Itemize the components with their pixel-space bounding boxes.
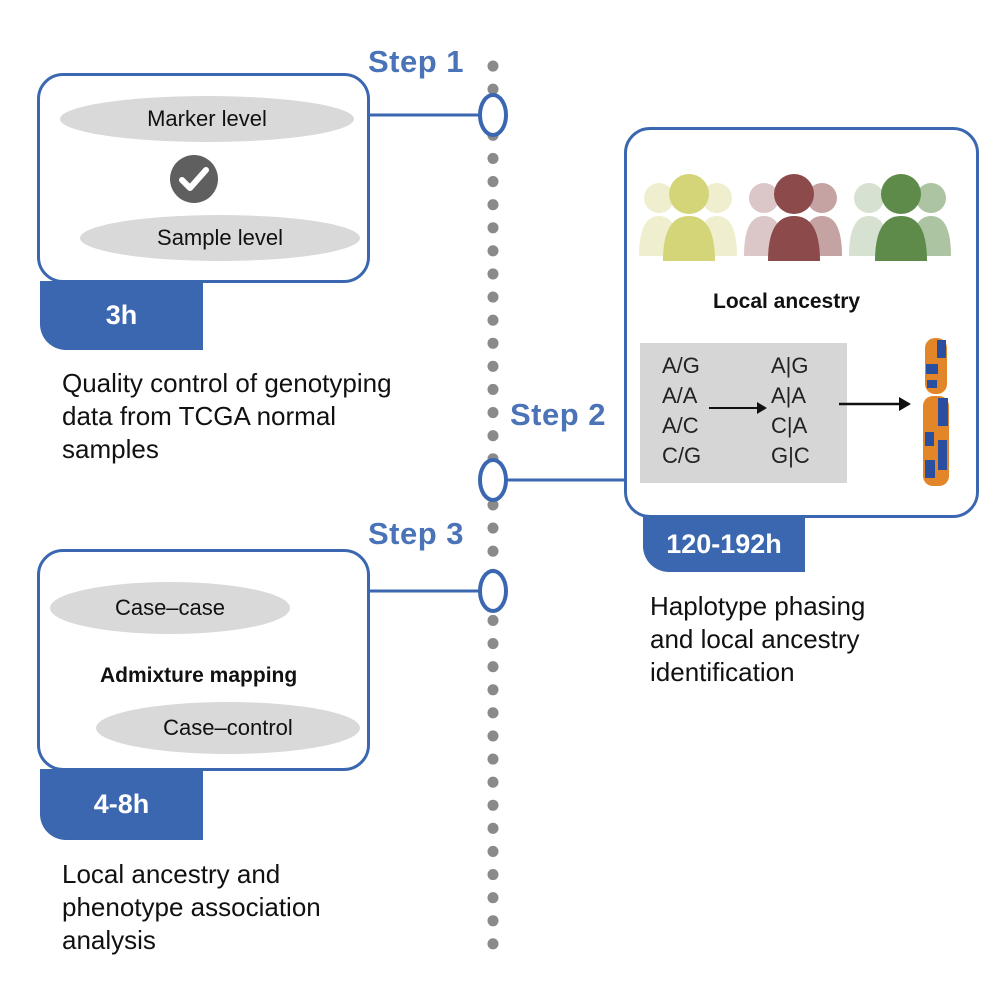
step3-label: Step 3 xyxy=(368,516,465,551)
sample-level-label: Sample level xyxy=(157,225,283,250)
step2-label: Step 2 xyxy=(510,397,607,432)
case-case-ellipse: Case–case xyxy=(50,582,290,634)
genotype-box xyxy=(640,343,847,483)
case-control-label: Case–control xyxy=(163,715,293,740)
admixture-mapping-title: Admixture mapping xyxy=(100,664,298,687)
case-control-ellipse: Case–control xyxy=(96,702,360,754)
case-case-label: Case–case xyxy=(114,595,226,620)
arrow-right-icon xyxy=(709,402,767,414)
step1-duration: 3h xyxy=(105,300,138,330)
sample-level-ellipse: Sample level xyxy=(80,215,360,261)
check-circle-icon xyxy=(170,155,218,203)
step2-card: Local ancestry A/G A/A A/C C/G A|G A|A C… xyxy=(624,127,979,518)
phased-genotypes: A|G A|A C|A G|C xyxy=(771,353,810,468)
step1-label: Step 1 xyxy=(368,44,465,79)
step1-description: Quality control of genotyping data from … xyxy=(62,368,392,464)
step3-description: Local ancestry and phenotype association… xyxy=(62,859,321,955)
step1-duration-tab: 3h xyxy=(40,281,203,350)
local-ancestry-title: Local ancestry xyxy=(713,290,861,313)
arrow-right-icon xyxy=(839,397,911,411)
people-group-icon xyxy=(639,174,951,261)
step2-duration: 120-192h xyxy=(666,528,782,559)
step3-card: Case–case Admixture mapping Case–control xyxy=(37,549,370,771)
step3-node xyxy=(478,569,508,613)
step2-node xyxy=(478,458,508,502)
unphased-genotypes: A/G A/A A/C C/G xyxy=(662,353,702,468)
marker-level-ellipse: Marker level xyxy=(60,96,354,142)
step1-card: Marker level Sample level xyxy=(37,73,370,283)
step2-duration-tab: 120-192h xyxy=(643,516,805,572)
step1-node xyxy=(478,93,508,137)
marker-level-label: Marker level xyxy=(147,106,267,131)
step2-description: Haplotype phasing and local ancestry ide… xyxy=(650,591,866,687)
step3-duration: 4-8h xyxy=(93,789,150,819)
step3-duration-tab: 4-8h xyxy=(40,769,203,840)
chromosome-icon xyxy=(923,338,949,486)
